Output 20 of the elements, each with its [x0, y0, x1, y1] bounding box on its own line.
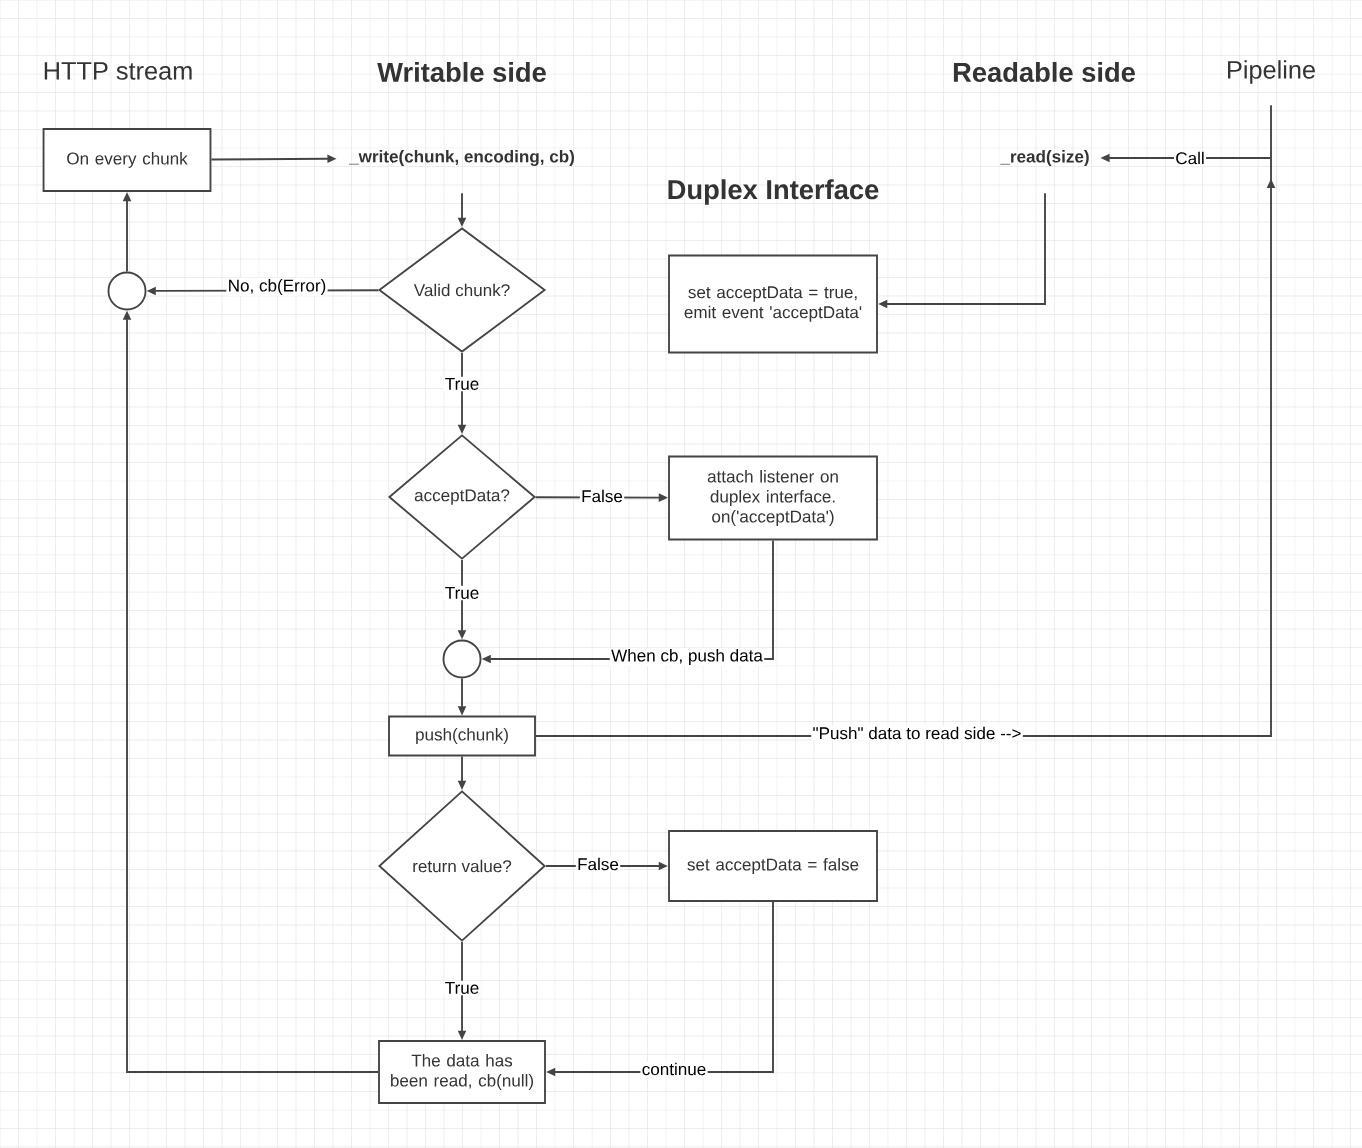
connector-circle	[442, 639, 482, 679]
column-heading: Writable side	[377, 61, 546, 83]
process-box: set acceptData = true, emit event 'acceptData'	[668, 254, 878, 354]
function-label: _write(chunk, encoding, cb)	[349, 150, 574, 166]
process-box: On every chunk	[42, 128, 212, 192]
process-box: push(chunk)	[388, 715, 536, 757]
process-box: set acceptData = false	[668, 830, 878, 902]
column-heading: Readable side	[953, 61, 1135, 83]
process-box: The data has been read, cb(null)	[378, 1040, 546, 1104]
process-box: attach listener on duplex interface. on('acceptData')	[668, 455, 878, 541]
edge-label: False	[575, 856, 621, 872]
function-label: _read(size)	[1000, 150, 1089, 166]
pipeline-label: Pipeline	[1228, 60, 1315, 84]
edge-label: "Push" data to read side -->	[811, 725, 1023, 741]
connector-circle	[107, 271, 147, 311]
edge-label: False	[579, 488, 625, 504]
column-heading: Duplex Interface	[668, 179, 879, 205]
column-heading: HTTP stream	[44, 62, 192, 80]
edge-label: Call	[1174, 150, 1207, 166]
edge-label: continue	[640, 1061, 708, 1077]
